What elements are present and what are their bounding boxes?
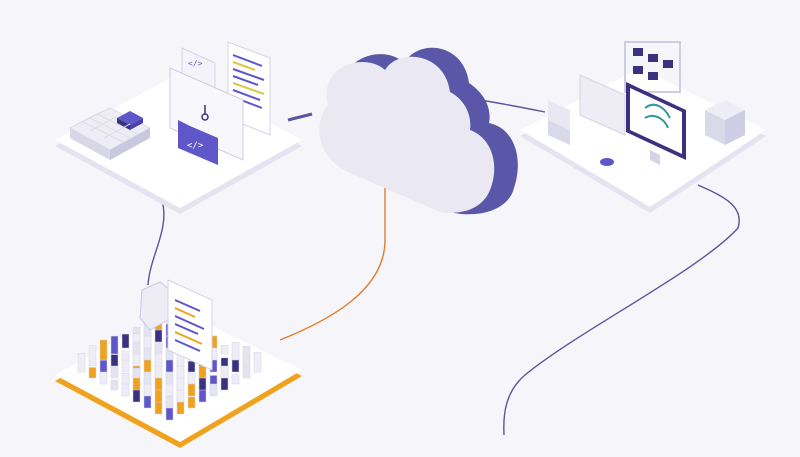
monitor	[626, 82, 686, 165]
cloud-icon	[319, 47, 518, 215]
server-platform	[520, 41, 766, 213]
data-block	[187, 381, 196, 397]
dev-platform: </> </>	[55, 41, 302, 214]
connector-cloud-to-server	[479, 99, 546, 113]
data-block	[132, 333, 141, 343]
key-panel	[169, 67, 244, 161]
svg-text:</>: </>	[188, 59, 203, 68]
data-block	[99, 339, 108, 361]
data-block	[121, 333, 130, 349]
monitor-logo-icon	[644, 103, 671, 129]
connector-cloud-to-data	[279, 175, 386, 341]
data-block	[121, 373, 130, 385]
data-block	[99, 359, 108, 373]
data-block	[132, 367, 141, 379]
connector-dev-to-cloud	[287, 112, 313, 122]
data-block	[154, 328, 163, 343]
svg-text:</>: </>	[187, 141, 204, 151]
data-block	[231, 342, 240, 361]
data-block	[220, 357, 229, 367]
data-block	[121, 350, 130, 361]
server-rack-icon	[624, 41, 681, 93]
data-block	[77, 352, 86, 373]
data-block	[154, 343, 163, 355]
cabinet	[579, 74, 626, 136]
code-folder-icon: </>	[178, 120, 218, 165]
data-block	[209, 375, 218, 385]
data-block	[187, 360, 196, 373]
connector-server-out	[503, 184, 740, 436]
data-block	[220, 345, 229, 355]
data-block	[110, 354, 119, 367]
report-document	[167, 279, 213, 371]
connector-dev-to-data	[147, 199, 165, 286]
data-block	[187, 371, 196, 385]
data-block	[110, 380, 119, 391]
data-block	[88, 345, 97, 367]
block-grid	[68, 107, 152, 160]
mouse	[600, 158, 614, 166]
data-block	[253, 352, 262, 373]
connectors	[147, 99, 740, 436]
data-block	[110, 335, 119, 355]
data-block	[242, 345, 251, 367]
data-block	[165, 396, 174, 409]
data-block	[143, 370, 152, 385]
data-block	[231, 374, 240, 385]
data-platform	[55, 279, 302, 448]
data-block	[187, 396, 196, 409]
data-block	[88, 367, 97, 379]
key-icon	[201, 105, 209, 121]
